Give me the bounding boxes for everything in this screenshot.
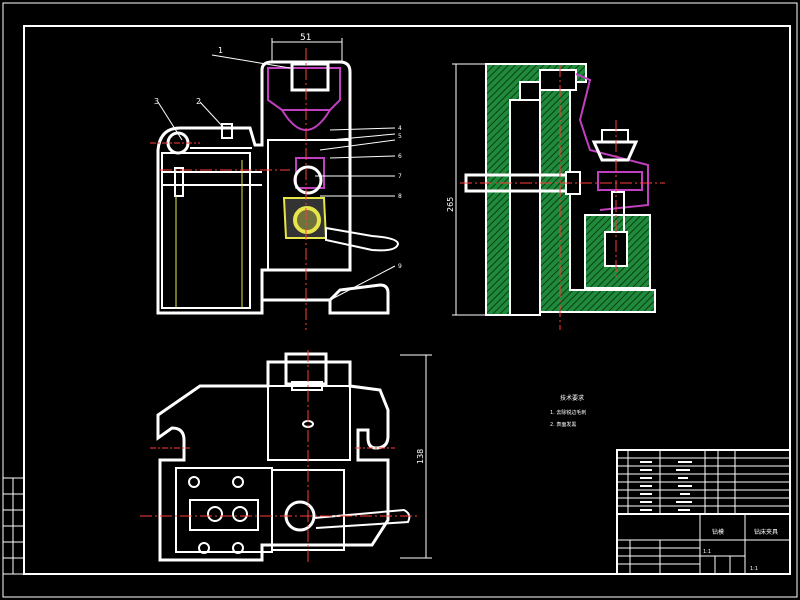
title-block bbox=[616, 449, 791, 575]
balloon-2: 2 bbox=[196, 97, 201, 106]
balloon-6: 6 bbox=[398, 153, 402, 160]
top-body-outline bbox=[156, 360, 390, 562]
notes-heading: 技术要求 bbox=[560, 394, 584, 402]
cam-handle bbox=[325, 226, 400, 252]
balloon-8: 8 bbox=[398, 193, 402, 200]
title-block-scale: 1:1 bbox=[703, 549, 711, 555]
notes-item-1: 1. 去除锐边毛刺 bbox=[550, 409, 586, 416]
inner-frame bbox=[23, 25, 791, 575]
title-block-title: 钻模 bbox=[712, 528, 724, 536]
title-block-sheet: 1:1 bbox=[750, 566, 758, 572]
side-view: 265 bbox=[446, 63, 665, 330]
title-block-drawing-name: 钻床夹具 bbox=[754, 528, 778, 536]
notes-item-2: 2. 表面发黑 bbox=[550, 421, 576, 428]
top-view: 138 bbox=[140, 350, 432, 565]
dimension-265: 265 bbox=[446, 197, 455, 212]
front-view: 51 1 2 3 4 5 6 7 8 9 bbox=[150, 33, 402, 330]
technical-notes: 技术要求 1. 去除锐边毛刺 2. 表面发黑 bbox=[550, 394, 586, 428]
dimension-138: 138 bbox=[416, 449, 425, 464]
balloon-9: 9 bbox=[398, 263, 402, 270]
balloon-4: 4 bbox=[398, 125, 402, 132]
front-left-block bbox=[161, 152, 251, 309]
binding-strip bbox=[2, 477, 25, 575]
dimension-51: 51 bbox=[300, 33, 311, 43]
balloon-1: 1 bbox=[218, 46, 223, 55]
balloon-3: 3 bbox=[154, 97, 159, 106]
front-body-outline bbox=[156, 60, 390, 315]
balloon-5: 5 bbox=[398, 133, 402, 140]
balloon-7: 7 bbox=[398, 173, 402, 180]
revision-strip bbox=[616, 539, 701, 575]
top-handle bbox=[313, 508, 411, 529]
